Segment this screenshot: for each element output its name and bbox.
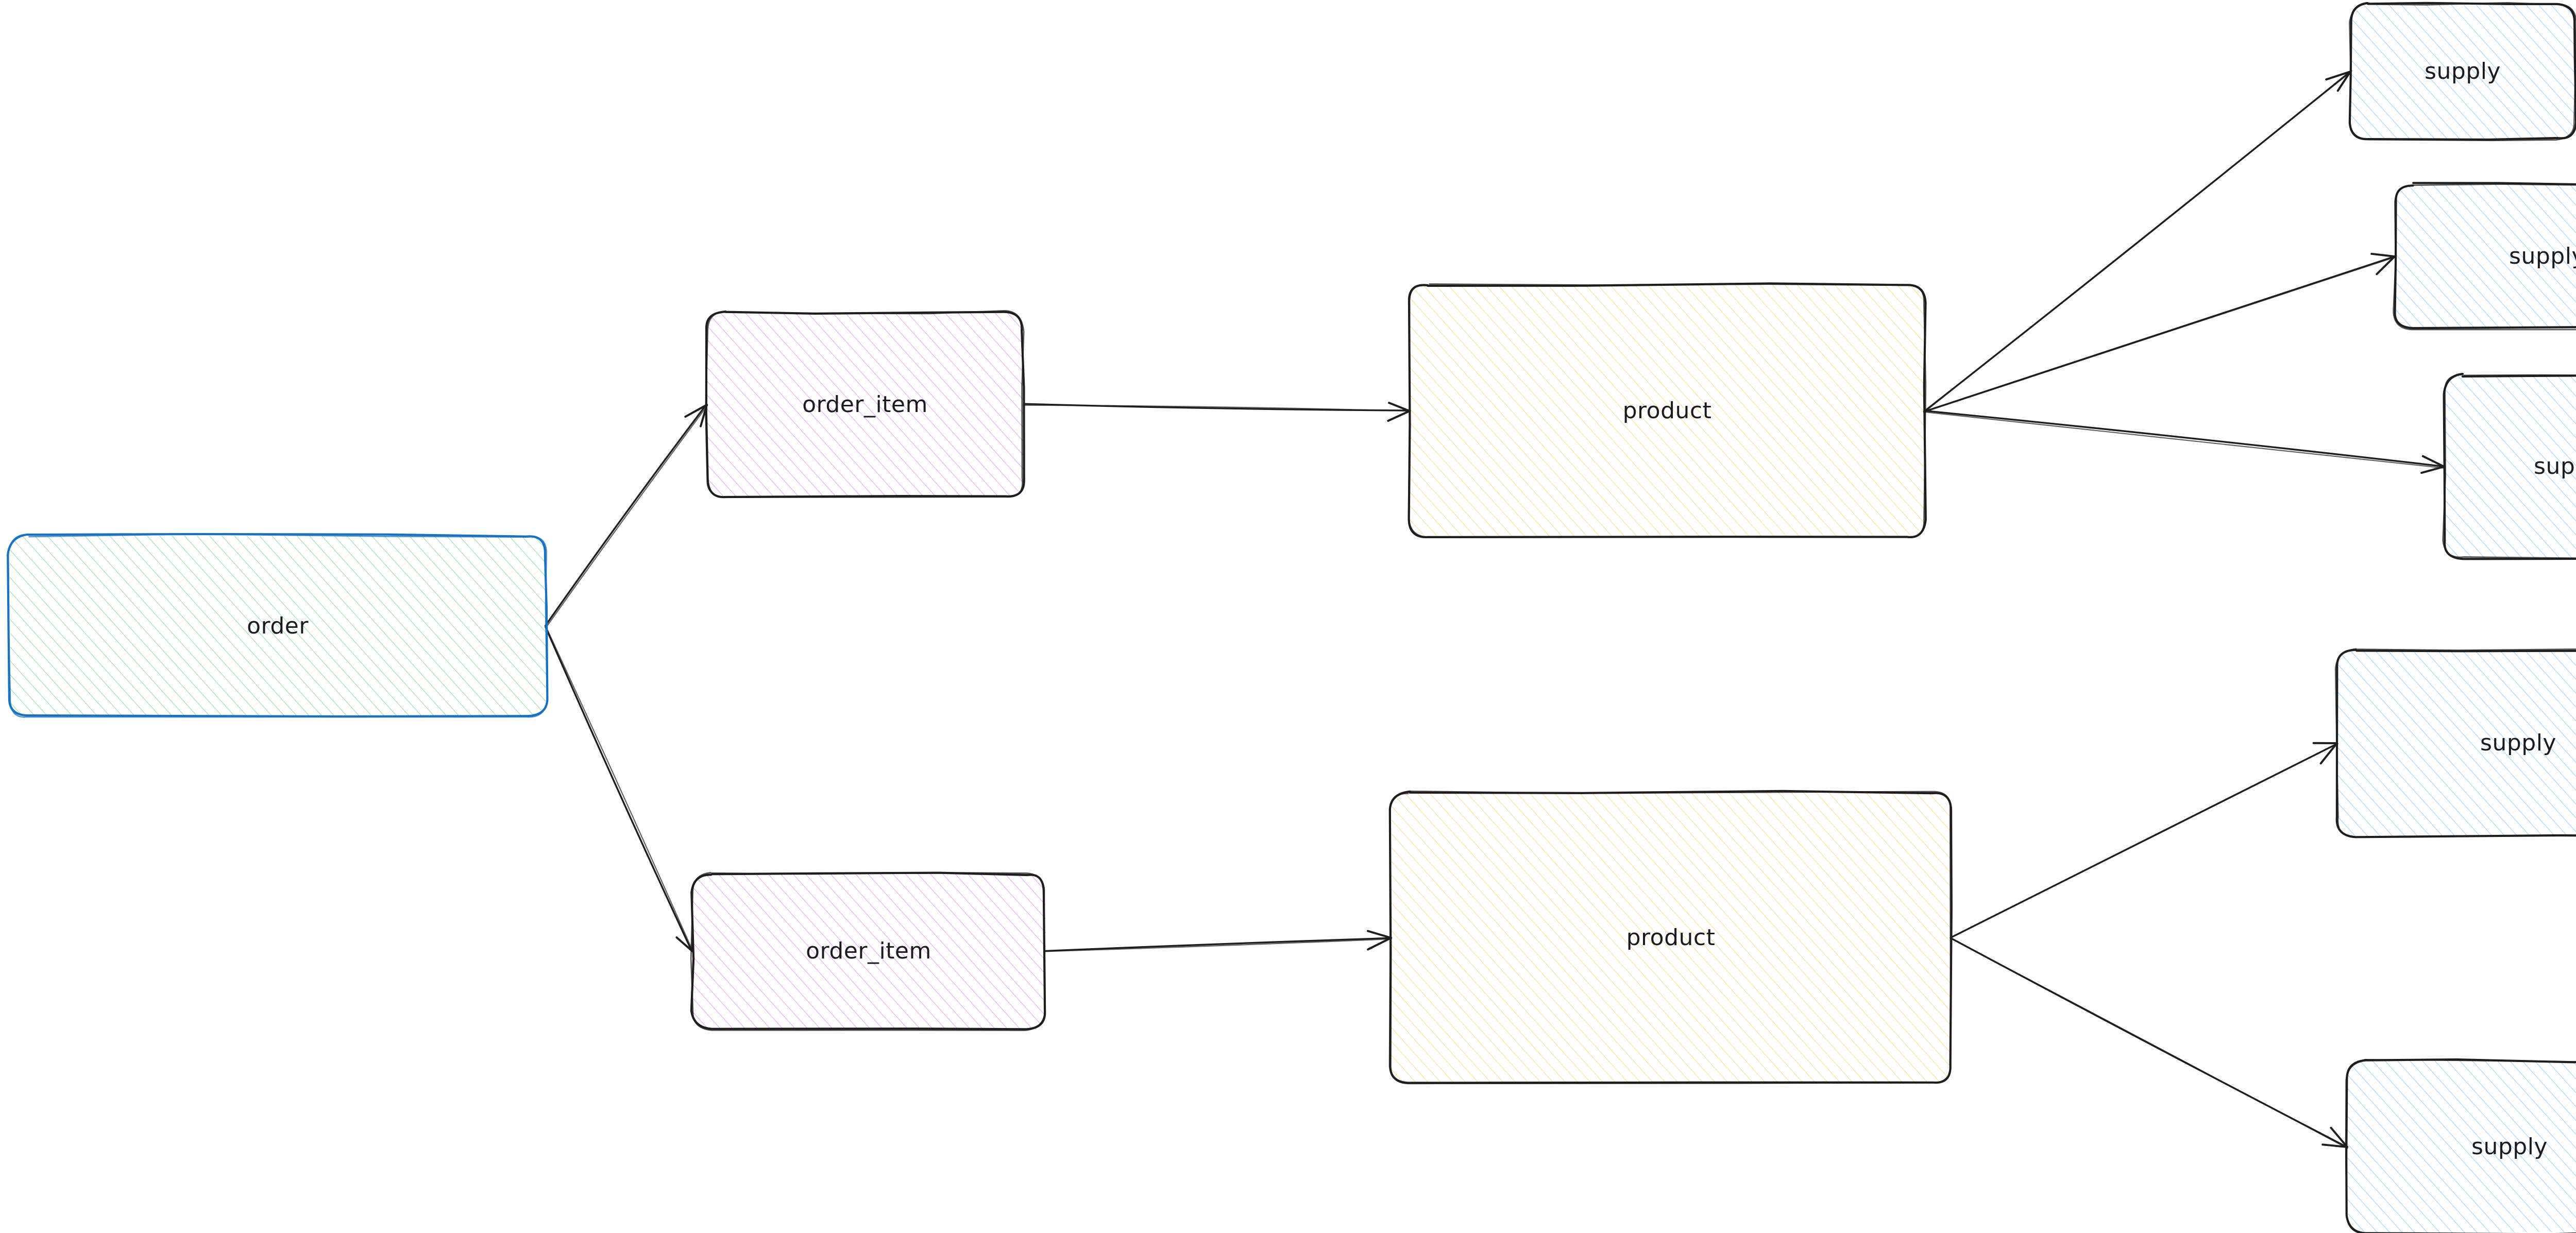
node-label-supply_5: supply bbox=[2471, 1134, 2548, 1160]
node-label-supply_2: supply bbox=[2509, 243, 2576, 269]
node-shape-order bbox=[7, 533, 549, 718]
node-supply_4[interactable]: supply bbox=[2334, 648, 2576, 838]
edge-product_2-to-supply_4 bbox=[1950, 742, 2338, 939]
node-label-supply_1: supply bbox=[2425, 58, 2501, 84]
node-label-order_item_1: order_item bbox=[802, 391, 928, 418]
node-label-order: order bbox=[247, 613, 309, 639]
node-shape-order_item_2 bbox=[690, 871, 1046, 1031]
node-shape-product_2 bbox=[1388, 790, 1953, 1085]
node-shape-supply_4 bbox=[2334, 648, 2576, 838]
node-label-product_1: product bbox=[1622, 398, 1712, 424]
node-label-supply_4: supply bbox=[2480, 730, 2556, 756]
edge-product_2-to-supply_5 bbox=[1950, 937, 2348, 1149]
node-shape-product_1 bbox=[1408, 282, 1927, 539]
node-supply_2[interactable]: supply bbox=[2393, 182, 2576, 331]
node-product_1[interactable]: product bbox=[1408, 282, 1927, 539]
node-shape-supply_5 bbox=[2345, 1058, 2576, 1233]
node-label-order_item_2: order_item bbox=[806, 938, 931, 964]
node-shape-supply_3 bbox=[2442, 372, 2576, 560]
edge-order_item_1-to-product_1 bbox=[1023, 402, 1411, 422]
node-product_2[interactable]: product bbox=[1388, 790, 1953, 1085]
node-shape-order_item_1 bbox=[705, 310, 1025, 499]
node-label-product_2: product bbox=[1626, 924, 1716, 951]
edge-order_item_2-to-product_2 bbox=[1044, 930, 1393, 952]
node-supply_1[interactable]: supply bbox=[2348, 2, 2576, 142]
edge-order-to-order_item_1 bbox=[545, 404, 708, 627]
edge-product_1-to-supply_2 bbox=[1923, 252, 2396, 413]
node-order_item_2[interactable]: order_item bbox=[690, 871, 1046, 1031]
node-supply_5[interactable]: supply bbox=[2345, 1058, 2576, 1233]
edge-product_1-to-supply_1 bbox=[1923, 70, 2352, 413]
node-order_item_1[interactable]: order_item bbox=[705, 310, 1025, 499]
node-order[interactable]: order bbox=[7, 533, 549, 718]
edge-order-to-order_item_2 bbox=[545, 626, 694, 953]
node-supply_3[interactable]: supply bbox=[2442, 372, 2576, 560]
node-shape-supply_1 bbox=[2348, 2, 2576, 142]
node-label-supply_3: supply bbox=[2534, 453, 2576, 480]
edge-product_1-to-supply_3 bbox=[1923, 409, 2446, 474]
node-shape-supply_2 bbox=[2393, 182, 2576, 331]
